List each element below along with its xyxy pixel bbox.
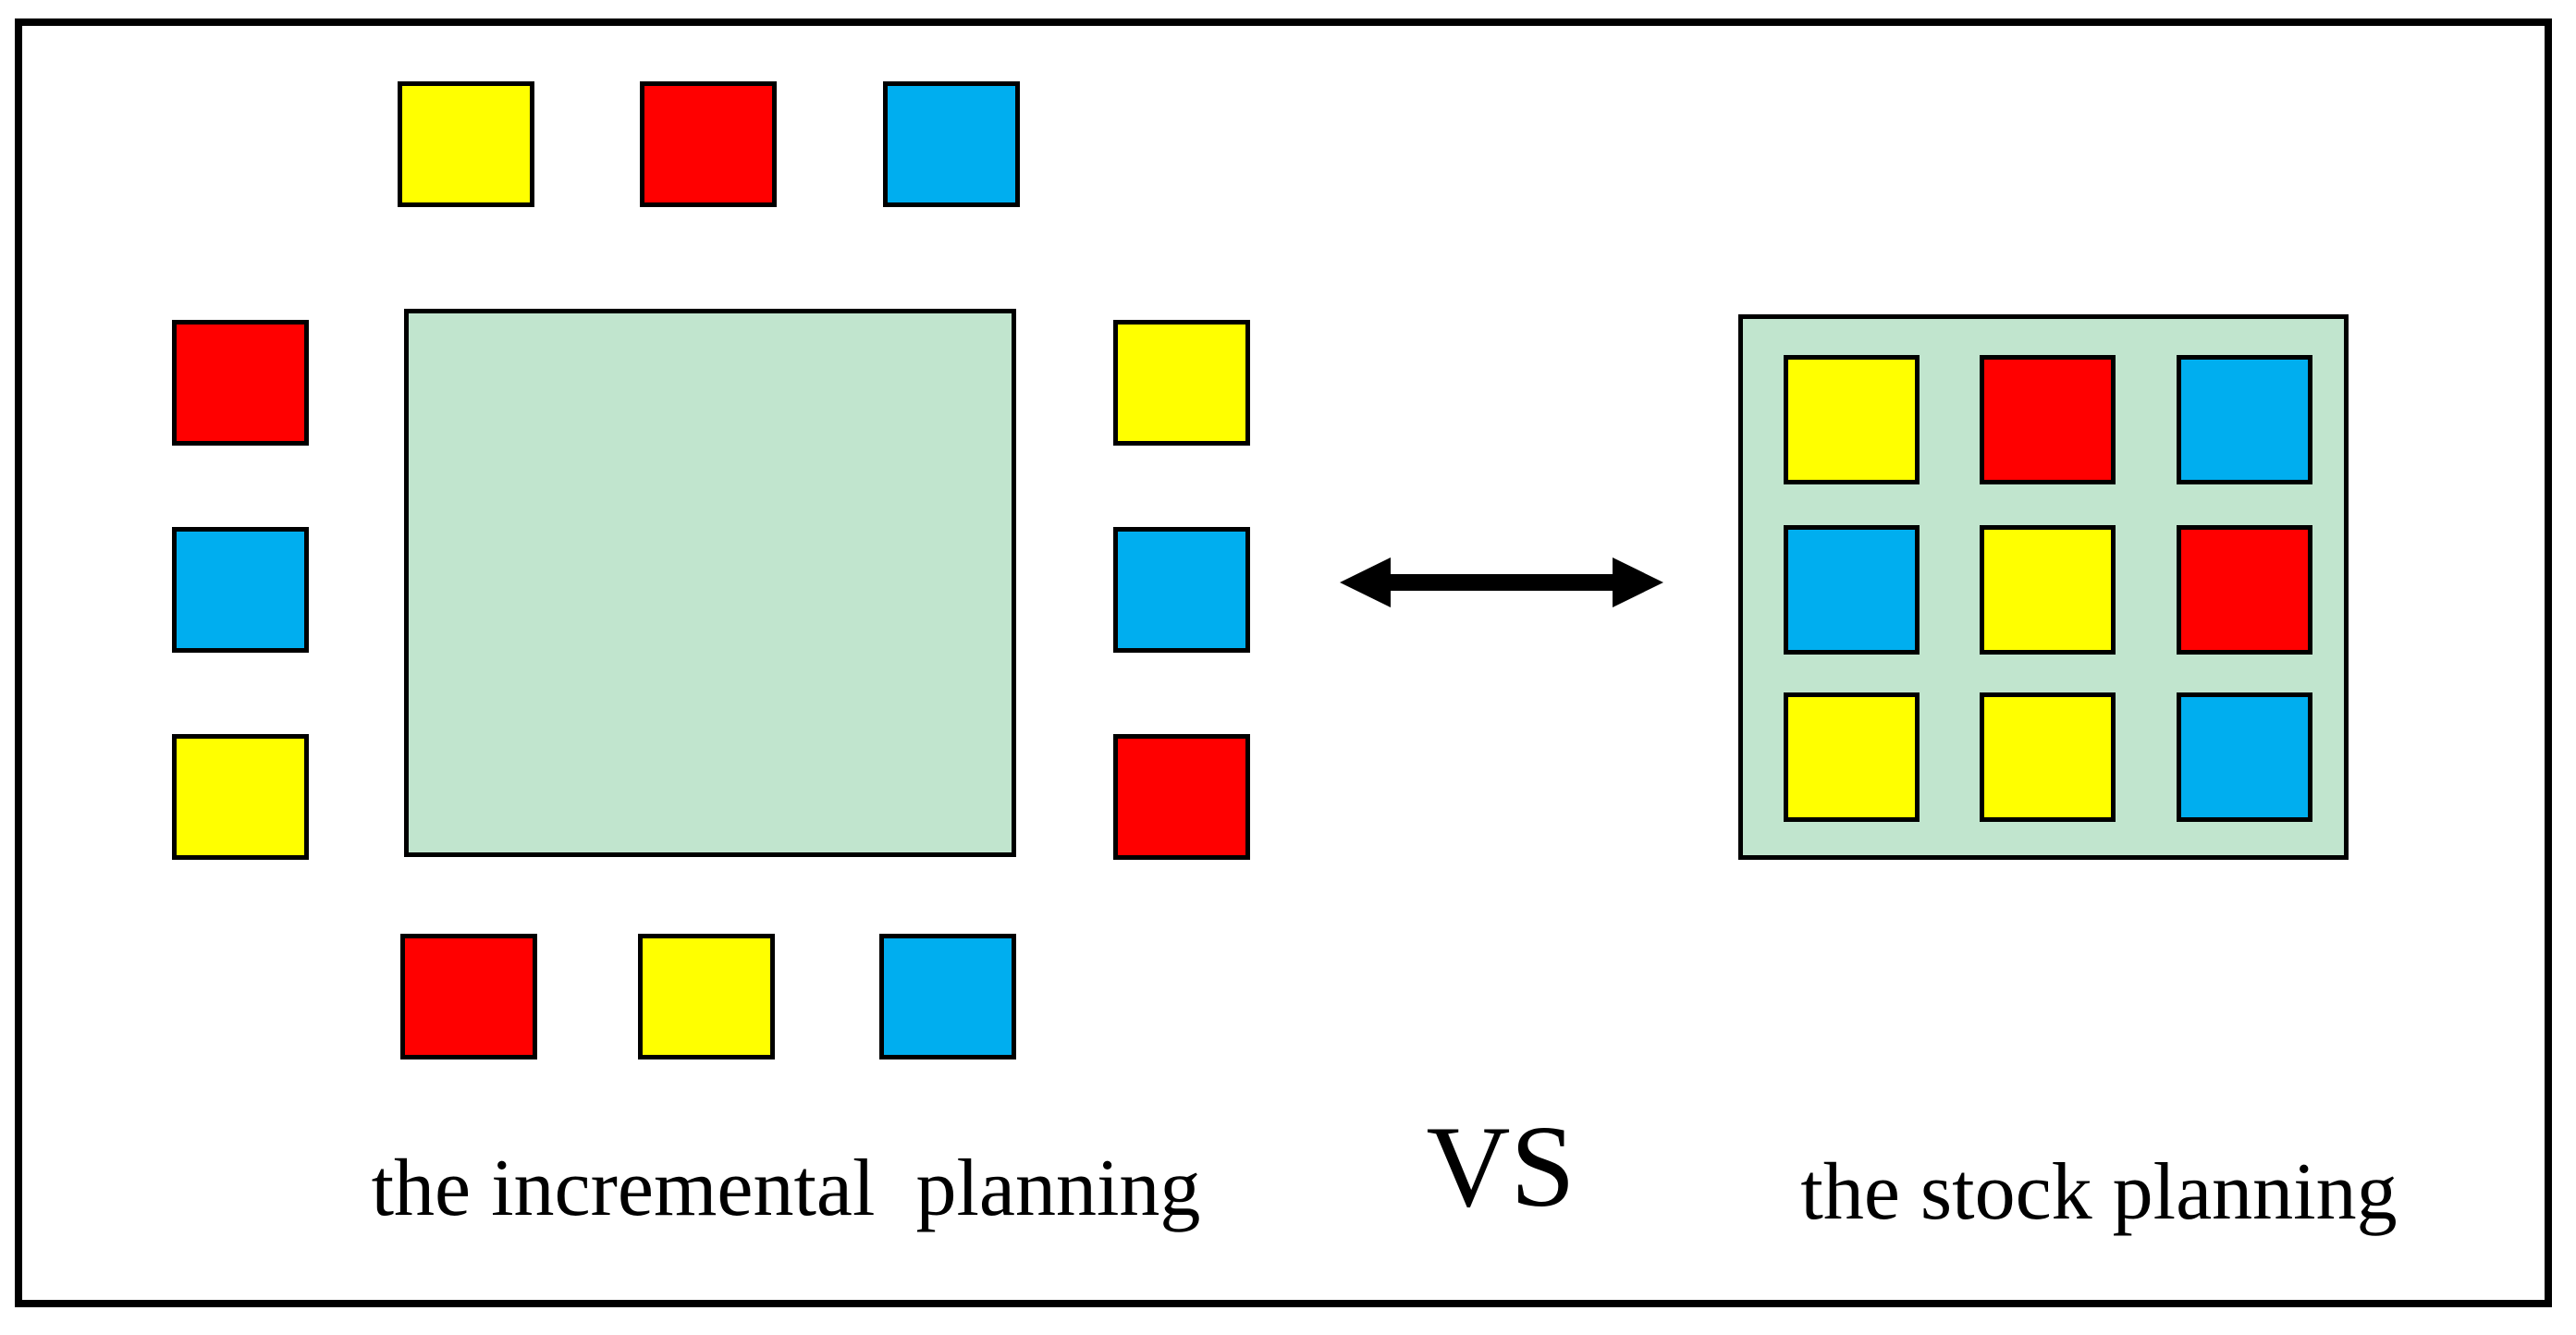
stock-grid-cell-r3c2	[1980, 692, 2116, 822]
stock-grid-cell-r3c3	[2177, 692, 2312, 822]
incremental-square-bottom-3	[879, 934, 1016, 1059]
stock-grid-cell-r2c3	[2177, 525, 2312, 655]
stock-grid-cell-r3c1	[1784, 692, 1920, 822]
incremental-square-right-1	[1113, 320, 1250, 446]
incremental-square-bottom-1	[400, 934, 537, 1059]
stock-grid-cell-r1c1	[1784, 355, 1920, 484]
incremental-square-bottom-2	[638, 934, 775, 1059]
stock-board	[1738, 314, 2349, 860]
incremental-square-top-1	[398, 81, 534, 207]
stock-grid-cell-r1c3	[2177, 355, 2312, 484]
incremental-square-left-1	[172, 320, 309, 446]
stock-grid-cell-r1c2	[1980, 355, 2116, 484]
stock-grid-cell-r2c1	[1784, 525, 1920, 655]
stock-caption: the stock planning	[1800, 1147, 2398, 1237]
vs-caption: VS	[1426, 1103, 1576, 1231]
incremental-square-left-2	[172, 527, 309, 653]
double-arrow-icon	[1340, 557, 1663, 607]
incremental-square-top-3	[883, 81, 1020, 207]
incremental-square-right-2	[1113, 527, 1250, 653]
stock-grid-cell-r2c2	[1980, 525, 2116, 655]
incremental-square-left-3	[172, 734, 309, 860]
incremental-caption: the incremental planning	[371, 1144, 1201, 1233]
incremental-square-top-2	[640, 81, 777, 207]
incremental-board	[404, 309, 1016, 857]
incremental-square-right-3	[1113, 734, 1250, 860]
